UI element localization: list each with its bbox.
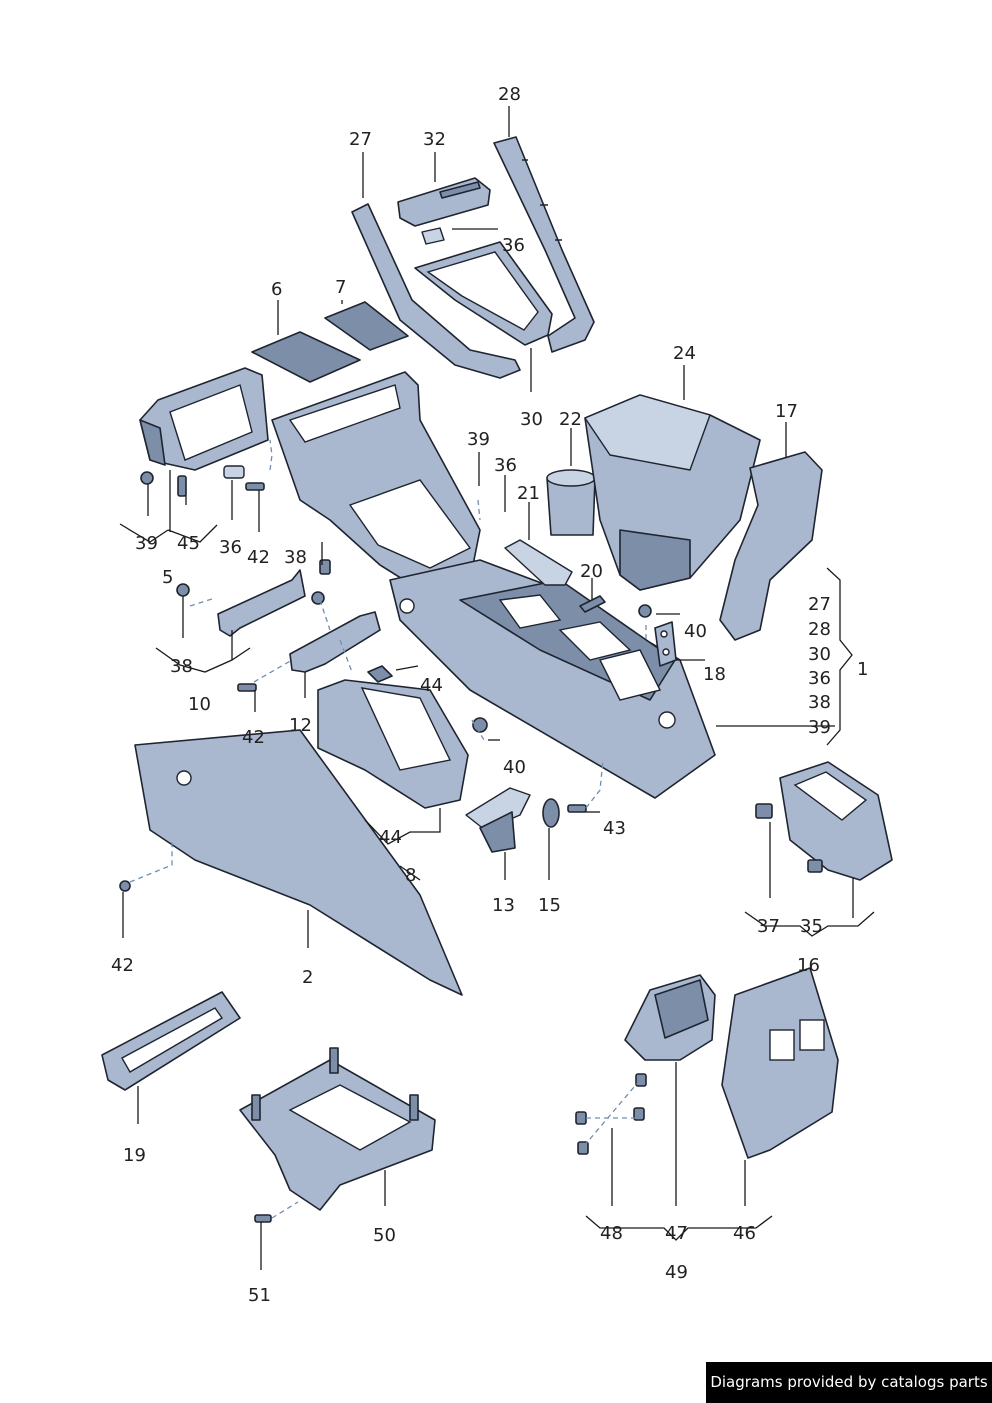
storage-box-35 xyxy=(755,761,893,881)
label-8: 8 xyxy=(405,865,416,886)
label-42-bottom: 42 xyxy=(111,955,134,976)
label-20: 20 xyxy=(580,561,603,582)
bracket-50 xyxy=(239,1047,436,1223)
label-36-top: 36 xyxy=(502,235,525,256)
callout-labels: 28 27 32 36 6 7 24 30 22 39 36 17 21 39 … xyxy=(111,84,868,1306)
clip-36-top xyxy=(421,227,445,245)
shift-surround-frame xyxy=(414,241,553,346)
label-39-group: 39 xyxy=(808,717,831,738)
label-27: 27 xyxy=(349,129,372,150)
label-22: 22 xyxy=(559,409,582,430)
label-48: 48 xyxy=(600,1223,623,1244)
rear-panel-17 xyxy=(719,451,823,641)
vent-47 xyxy=(624,974,716,1061)
label-49: 49 xyxy=(665,1262,688,1283)
label-38-top: 38 xyxy=(284,547,307,568)
label-17: 17 xyxy=(775,401,798,422)
label-19: 19 xyxy=(123,1145,146,1166)
screw-43 xyxy=(567,804,587,813)
label-36-mid: 36 xyxy=(494,455,517,476)
label-18: 18 xyxy=(703,664,726,685)
clip-44 xyxy=(367,665,393,683)
storage-unit-44 xyxy=(317,679,488,809)
mat-6 xyxy=(251,331,361,383)
trim-strip-left xyxy=(351,203,521,379)
label-28: 28 xyxy=(498,84,521,105)
label-39-left: 39 xyxy=(135,533,158,554)
lid-13 xyxy=(465,787,531,853)
armrest-24 xyxy=(584,394,761,591)
storage-box-left xyxy=(139,367,269,471)
label-44-top: 44 xyxy=(420,675,443,696)
bracket-10 xyxy=(176,569,306,637)
label-39-mid: 39 xyxy=(467,429,490,450)
label-32: 32 xyxy=(423,129,446,150)
label-43: 43 xyxy=(603,818,626,839)
label-16: 16 xyxy=(797,955,820,976)
dashed-connectors xyxy=(129,439,647,1219)
cup-holder-22 xyxy=(546,469,596,536)
label-5: 5 xyxy=(162,567,173,588)
label-36-left: 36 xyxy=(219,537,242,558)
label-12: 12 xyxy=(289,715,312,736)
label-30: 30 xyxy=(520,409,543,430)
label-47: 47 xyxy=(665,1223,688,1244)
side-trim-2 xyxy=(119,729,463,996)
watermark-banner: Diagrams provided by catalogs parts xyxy=(706,1362,992,1403)
rear-cover-46 xyxy=(721,967,839,1159)
label-10: 10 xyxy=(188,694,211,715)
label-35: 35 xyxy=(800,916,823,937)
label-51: 51 xyxy=(248,1285,271,1306)
trim-strip-right xyxy=(493,136,595,353)
label-42-top: 42 xyxy=(247,547,270,568)
label-2: 2 xyxy=(302,967,313,988)
fasteners-left xyxy=(140,465,265,497)
switch-panel-32 xyxy=(397,177,491,227)
bulb-15 xyxy=(542,798,560,828)
label-1: 1 xyxy=(857,659,868,680)
label-36-group: 36 xyxy=(808,668,831,689)
mat-7 xyxy=(324,301,409,351)
label-38-left: 38 xyxy=(170,656,193,677)
label-46: 46 xyxy=(733,1223,756,1244)
label-21: 21 xyxy=(517,483,540,504)
leader-lines xyxy=(119,106,875,1270)
fastener-42-mid xyxy=(237,683,257,692)
ashtray-lid-21 xyxy=(504,539,573,586)
label-28-group: 28 xyxy=(808,619,831,640)
bracket-12 xyxy=(289,559,381,673)
hook-20 xyxy=(579,595,606,613)
label-30-group: 30 xyxy=(808,644,831,665)
label-45: 45 xyxy=(177,533,200,554)
label-27-group: 27 xyxy=(808,594,831,615)
label-40-mid: 40 xyxy=(503,757,526,778)
label-15: 15 xyxy=(538,895,561,916)
label-44-bottom: 44 xyxy=(379,827,402,848)
label-37: 37 xyxy=(757,916,780,937)
label-50: 50 xyxy=(373,1225,396,1246)
label-42-mid: 42 xyxy=(242,727,265,748)
label-13: 13 xyxy=(492,895,515,916)
label-6: 6 xyxy=(271,279,282,300)
label-24: 24 xyxy=(673,343,696,364)
clips-48 xyxy=(575,1073,647,1155)
label-7: 7 xyxy=(335,277,346,298)
label-40-right: 40 xyxy=(684,621,707,642)
console-main-body xyxy=(389,559,716,799)
console-front-bezel xyxy=(271,371,481,591)
label-38-group: 38 xyxy=(808,692,831,713)
trim-ring-19 xyxy=(101,991,241,1091)
